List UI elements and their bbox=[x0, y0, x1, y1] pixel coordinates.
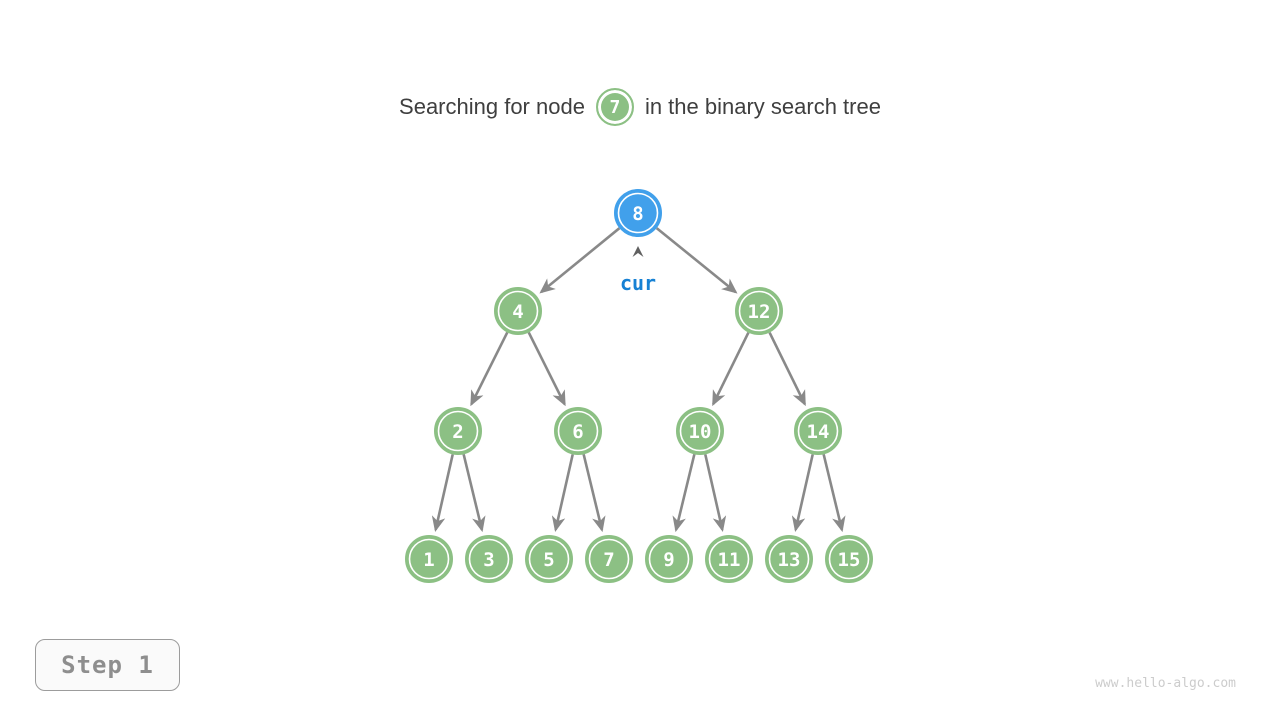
tree-edge-12-10 bbox=[712, 331, 750, 407]
step-badge-label: Step 1 bbox=[61, 651, 154, 679]
tree-node-value: 1 bbox=[423, 549, 434, 571]
tree-node-value: 8 bbox=[632, 203, 643, 225]
tree-node-14: 14 bbox=[794, 407, 842, 455]
tree-node-10: 10 bbox=[676, 407, 724, 455]
tree-node-value: 14 bbox=[807, 421, 830, 443]
tree-node-12: 12 bbox=[735, 287, 783, 335]
tree-node-value: 13 bbox=[778, 549, 801, 571]
tree-edge-10-11 bbox=[704, 454, 727, 533]
figure-title: Searching for node 7 in the binary searc… bbox=[0, 88, 1280, 126]
step-badge: Step 1 bbox=[35, 639, 180, 691]
tree-node-7: 7 bbox=[585, 535, 633, 583]
tree-edge-8-4 bbox=[539, 227, 621, 294]
cur-pointer-label: cur bbox=[619, 271, 657, 295]
tree-node-value: 10 bbox=[689, 421, 712, 443]
tree-node-value: 5 bbox=[543, 549, 554, 571]
tree-edge-4-2 bbox=[470, 331, 509, 407]
tree-node-value: 9 bbox=[663, 549, 674, 571]
tree-edge-10-9 bbox=[672, 454, 696, 533]
tree-node-11: 11 bbox=[705, 535, 753, 583]
tree-node-1: 1 bbox=[405, 535, 453, 583]
tree-edge-14-15 bbox=[822, 454, 846, 533]
tree-edge-8-12 bbox=[655, 227, 738, 294]
tree-node-15: 15 bbox=[825, 535, 873, 583]
tree-node-value: 6 bbox=[572, 421, 583, 443]
tree-node-3: 3 bbox=[465, 535, 513, 583]
tree-node-value: 2 bbox=[452, 421, 463, 443]
tree-node-4: 4 bbox=[494, 287, 542, 335]
title-suffix: in the binary search tree bbox=[644, 94, 881, 119]
tree-node-5: 5 bbox=[525, 535, 573, 583]
tree-edge-6-5 bbox=[551, 454, 574, 533]
tree-node-13: 13 bbox=[765, 535, 813, 583]
tree-node-value: 11 bbox=[718, 549, 741, 571]
tree-node-value: 15 bbox=[838, 549, 861, 571]
tree-edge-12-14 bbox=[768, 331, 806, 407]
tree-edge-4-6 bbox=[527, 331, 566, 407]
tree-node-8: 8 bbox=[614, 189, 662, 237]
tree-node-2: 2 bbox=[434, 407, 482, 455]
cur-pointer-caret-icon bbox=[632, 246, 644, 257]
tree-edge-6-7 bbox=[582, 454, 606, 533]
title-target-node: 7 bbox=[595, 88, 634, 126]
tree-node-value: 4 bbox=[512, 301, 523, 323]
tree-node-value: 12 bbox=[748, 301, 771, 323]
tree-edge-14-13 bbox=[791, 454, 814, 533]
tree-node-value: 7 bbox=[603, 549, 614, 571]
title-prefix: Searching for node bbox=[399, 94, 585, 119]
tree-node-value: 3 bbox=[483, 549, 494, 571]
tree-node-6: 6 bbox=[554, 407, 602, 455]
tree-node-9: 9 bbox=[645, 535, 693, 583]
tree-edge-2-3 bbox=[462, 454, 486, 533]
watermark-url: www.hello-algo.com bbox=[1095, 676, 1236, 691]
tree-edge-2-1 bbox=[431, 454, 454, 533]
title-target-node-value: 7 bbox=[609, 96, 621, 118]
